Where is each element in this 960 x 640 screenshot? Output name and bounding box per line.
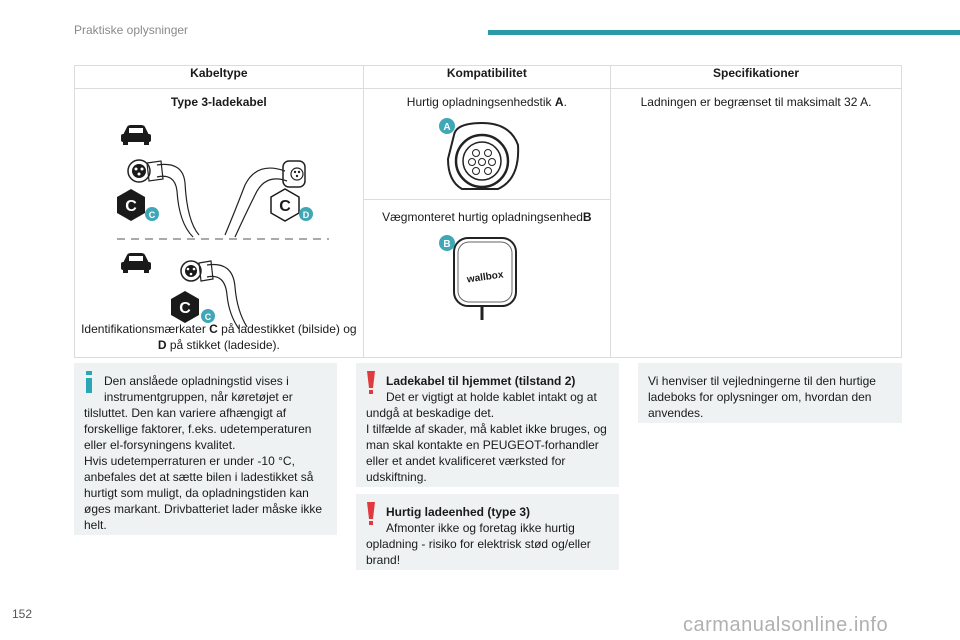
compat-socket-a: Hurtig opladningsenhedstik A. A [363,89,611,200]
c-badge-text: C [205,312,212,322]
warning-box-home-cable: Ladekabel til hjemmet (tilstand 2) Det e… [356,363,619,487]
d-badge-icon [299,207,313,221]
compatibility-cell: Hurtig opladningsenhedstik A. A Vægmonte… [362,88,612,358]
vehicle-plug-icon [180,260,248,329]
socket-a-illustration: A [438,118,519,190]
col-header-specifications: Specifikationer [610,65,902,89]
page-number: 152 [12,607,33,621]
header-accent-bar [488,30,960,35]
compat-b-text: Vægmonteret hurtig opladningsenhedB [382,210,592,224]
info-body-2: Hvis udetemperraturen er under -10 °C, a… [84,454,323,532]
wallbox-illustration: wallbox B [438,235,517,320]
cable-title: Type 3-ladekabel [170,95,267,109]
warning-title: Ladekabel til hjemmet (tilstand 2) [386,374,576,388]
d-label-icon [270,188,300,222]
warning-icon [367,502,375,525]
warning-box-fast-charger: Hurtig ladeenhed (type 3) Afmonter ikke … [356,494,619,570]
warning-body: opladning - risiko for elektrisk stød og… [366,537,591,567]
c-label-icon [117,189,145,221]
warning-title: Hurtig ladeenhed (type 3) [386,505,531,519]
c-badge-text: C [149,210,156,220]
info-line-2: instrumentgruppen, når køretøjet er [104,390,293,404]
compat-wallbox-b: Vægmonteret hurtig opladningsenhedB wall… [364,200,610,354]
section-header: Praktiske oplysninger [74,23,189,37]
wallbox-label: wallbox [465,269,504,285]
c-label-icon [171,291,199,323]
a-badge-icon [438,118,455,134]
warning-body: undgå at beskadige det. [366,406,495,420]
c-label-text: C [125,198,137,215]
info-icon [86,371,92,393]
c-badge-icon [201,309,215,323]
a-badge-text: A [443,122,450,133]
col-header-cable-type: Kabeltype [74,65,364,89]
station-plug-icon [224,160,306,238]
info-body: tilsluttet. Den kan variere afhængigt af… [84,406,312,452]
col-header-compatibility: Kompatibilitet [362,65,612,89]
car-icon [121,125,151,145]
cable-illustration: C C C D [117,125,329,329]
info-line-1: Den anslåede opladningstid vises i [104,374,289,388]
d-label-text: C [279,198,291,215]
cable-type-cell: Type 3-ladekabel [74,88,364,358]
c-badge-icon [145,207,159,221]
car-icon [121,253,151,273]
note-text: Vi henviser til vejledningerne til den h… [648,374,876,420]
info-box: Den anslåede opladningstid vises i instr… [74,363,337,535]
warning-line-1: Det er vigtigt at holde kablet intakt og… [386,390,597,404]
specifications-cell: Ladningen er begrænset til maksimalt 32 … [610,88,902,358]
vehicle-plug-icon [127,159,200,238]
b-badge-icon [438,235,455,251]
d-badge-text: D [303,210,310,220]
note-box: Vi henviser til vejledningerne til den h… [638,363,902,423]
compat-a-text: Hurtig opladningsenhedstik A. [406,95,567,109]
warning-icon [367,371,375,394]
c-label-text: C [179,300,191,317]
warning-line-1: Afmonter ikke og foretag ikke hurtig [386,521,575,535]
cable-caption: Identifikationsmærkater C på ladestikket… [81,322,357,352]
cable-spec-table: Kabeltype Kompatibilitet Specifikationer… [74,65,902,358]
watermark: carmanualsonline.info [683,614,889,636]
b-badge-text: B [443,239,450,250]
warning-body-2: I tilfælde af skader, må kablet ikke bru… [366,422,607,484]
